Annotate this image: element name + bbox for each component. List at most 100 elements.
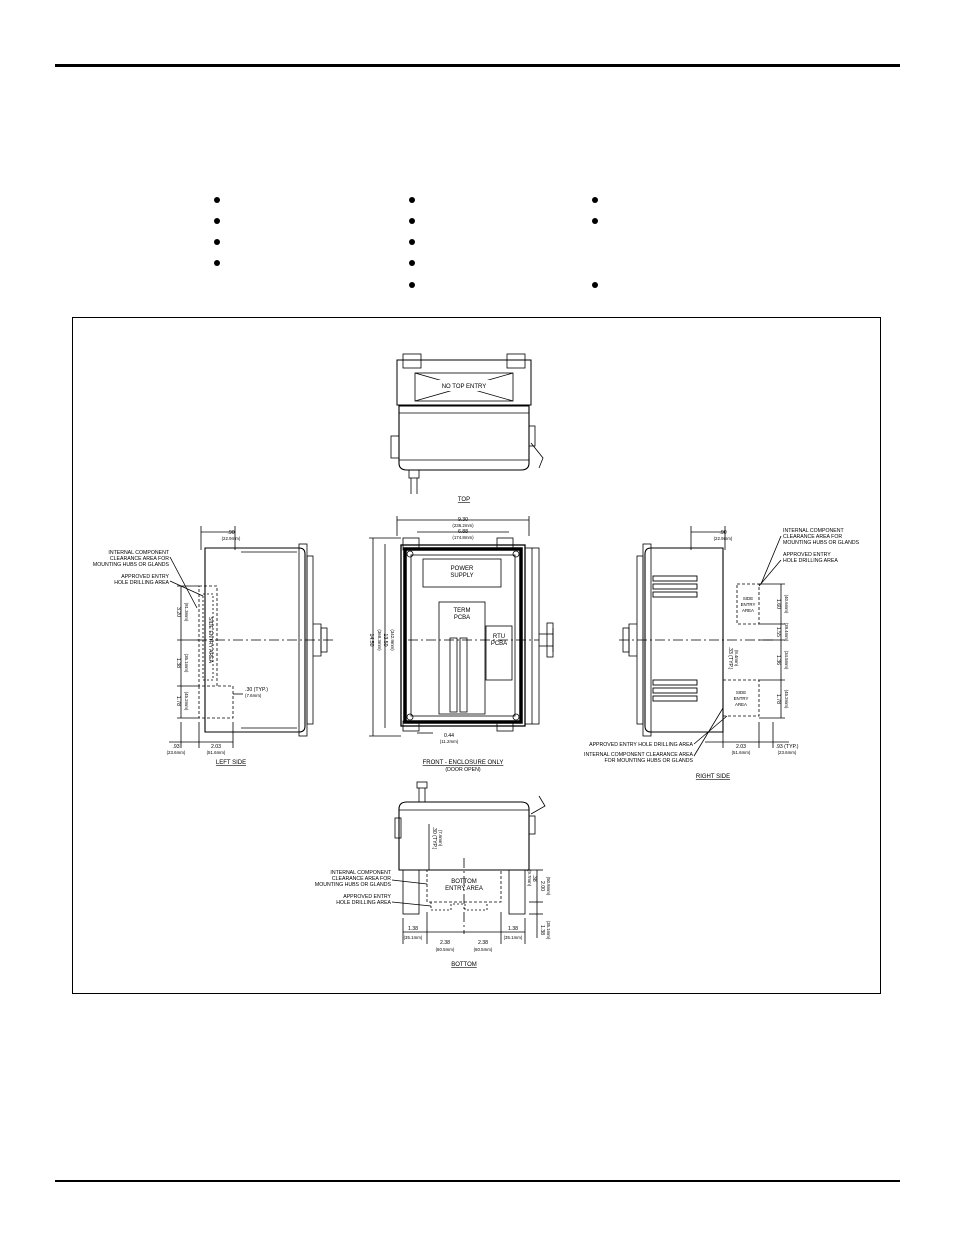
svg-text:2.38: 2.38 [478, 940, 488, 946]
bullet-point [409, 282, 415, 288]
svg-text:HOLE DRILLING AREA: HOLE DRILLING AREA [336, 900, 391, 906]
svg-text:1.78: 1.78 [175, 696, 181, 706]
bullet-point [409, 239, 415, 245]
left-side-view: SIDE ENTRY AREA .90 (22.9mm) 3.20 (81.3m… [93, 526, 335, 766]
front-view: POWER SUPPLY TERM PCBA RTU PCBA 9.30 (23… [368, 516, 554, 773]
bullet-point [409, 197, 415, 203]
enclosure-dimension-figure: NO TOP ENTRY TOP POWER SUPPLY TERM PCBA [72, 317, 881, 994]
bullet-point [592, 282, 598, 288]
svg-text:.33 (TYP.): .33 (TYP.) [727, 647, 733, 670]
svg-text:(23.6mm): (23.6mm) [778, 750, 797, 755]
svg-text:HOLE DRILLING AREA: HOLE DRILLING AREA [114, 580, 169, 586]
term-pcba-label: TERM [454, 608, 471, 614]
svg-text:.93 (TYP.): .93 (TYP.) [776, 744, 799, 750]
svg-text:(39.4mm): (39.4mm) [784, 623, 789, 642]
bottom-view-title: BOTTOM [451, 962, 477, 968]
svg-text:SIDE: SIDE [736, 690, 746, 695]
left-side-entry-label: SIDE ENTRY AREA [207, 617, 213, 664]
svg-text:.30 (TYP.): .30 (TYP.) [431, 827, 437, 850]
svg-text:.30 (TYP.): .30 (TYP.) [245, 687, 268, 693]
bullet-point [214, 197, 220, 203]
svg-text:(40.6mm): (40.6mm) [784, 595, 789, 614]
svg-text:(50.8mm): (50.8mm) [546, 877, 551, 896]
svg-text:(81.3mm): (81.3mm) [184, 603, 189, 622]
power-supply-label: POWER [451, 566, 474, 572]
svg-text:ENTRY: ENTRY [734, 696, 749, 701]
svg-text:SUPPLY: SUPPLY [450, 573, 473, 579]
svg-text:(236.2mm): (236.2mm) [452, 523, 474, 528]
svg-text:0.44: 0.44 [444, 733, 454, 739]
svg-text:(35.1mm): (35.1mm) [184, 654, 189, 673]
svg-text:(7.6mm): (7.6mm) [438, 830, 443, 847]
svg-text:(22.9mm): (22.9mm) [222, 536, 241, 541]
svg-text:INTERNAL COMPONENT CLEARANCE A: INTERNAL COMPONENT CLEARANCE AREA [584, 752, 693, 758]
top-view: NO TOP ENTRY TOP [390, 353, 544, 503]
svg-text:2.00: 2.00 [539, 881, 545, 891]
svg-text:.90: .90 [719, 530, 726, 536]
svg-text:AREA: AREA [735, 702, 747, 707]
svg-text:1.38: 1.38 [508, 926, 518, 932]
svg-text:(23.6mm): (23.6mm) [167, 750, 186, 755]
svg-text:1.55: 1.55 [775, 627, 781, 637]
svg-text:(11.2mm): (11.2mm) [440, 739, 459, 744]
svg-text:(DOOR OPEN): (DOOR OPEN) [445, 767, 480, 773]
svg-text:1.78: 1.78 [775, 694, 781, 704]
svg-text:(51.6mm): (51.6mm) [207, 750, 226, 755]
svg-text:(34.5mm): (34.5mm) [784, 651, 789, 670]
svg-text:1.38: 1.38 [539, 925, 545, 935]
svg-text:14.50: 14.50 [368, 634, 374, 647]
right-clearance-note: INTERNAL COMPONENT [783, 528, 844, 534]
svg-text:1.36: 1.36 [775, 655, 781, 665]
right-side-entry-label: SIDE [743, 596, 753, 601]
bottom-approved-note: APPROVED ENTRY [343, 894, 391, 900]
svg-text:2.38: 2.38 [440, 940, 450, 946]
svg-text:(342.9mm): (342.9mm) [390, 629, 395, 651]
bullet-point [409, 260, 415, 266]
svg-text:(9.7mm): (9.7mm) [527, 870, 532, 887]
svg-text:(8.4mm): (8.4mm) [734, 650, 739, 667]
svg-text:(35.1mm): (35.1mm) [404, 935, 423, 940]
right-side-view: SIDE ENTRY AREA SIDE ENTRY AREA .90 (22.… [584, 526, 860, 780]
svg-text:FOR MOUNTING HUBS OR GLANDS: FOR MOUNTING HUBS OR GLANDS [605, 758, 694, 764]
left-side-title: LEFT SIDE [216, 760, 246, 766]
svg-text:(35.1mm): (35.1mm) [504, 935, 523, 940]
svg-text:(174.8mm): (174.8mm) [452, 535, 474, 540]
left-approved-note: APPROVED ENTRY [121, 574, 169, 580]
svg-text:MOUNTING HUBS OR GLANDS: MOUNTING HUBS OR GLANDS [93, 562, 170, 568]
top-view-title: TOP [458, 497, 470, 503]
svg-text:.93: .93 [172, 744, 179, 750]
svg-text:2.03: 2.03 [211, 744, 221, 750]
header-rule [55, 64, 900, 67]
svg-text:(45.2mm): (45.2mm) [184, 692, 189, 711]
rtu-pcba-label: RTU [493, 634, 505, 640]
svg-text:(45.2mm): (45.2mm) [784, 690, 789, 709]
svg-text:9.30: 9.30 [458, 517, 468, 523]
svg-text:1.38: 1.38 [408, 926, 418, 932]
bullet-point [592, 197, 598, 203]
svg-text:APPROVED ENTRY HOLE DRILLING A: APPROVED ENTRY HOLE DRILLING AREA [589, 742, 693, 748]
svg-text:HOLE DRILLING AREA: HOLE DRILLING AREA [783, 558, 838, 564]
svg-text:1.38: 1.38 [175, 658, 181, 668]
svg-text:.38: .38 [531, 874, 537, 881]
svg-text:CLEARANCE AREA FOR: CLEARANCE AREA FOR [783, 534, 842, 540]
svg-text:CLEARANCE AREA FOR: CLEARANCE AREA FOR [332, 876, 391, 882]
bottom-clearance-note: INTERNAL COMPONENT [330, 870, 391, 876]
bullet-point [214, 239, 220, 245]
no-top-entry-label: NO TOP ENTRY [442, 384, 487, 390]
svg-text:(368.3mm): (368.3mm) [377, 629, 382, 651]
svg-text:(35.1mm): (35.1mm) [546, 921, 551, 940]
svg-text:(22.9mm): (22.9mm) [714, 536, 733, 541]
svg-text:(7.6mm): (7.6mm) [245, 693, 262, 698]
bullet-point [214, 260, 220, 266]
svg-text:2.03: 2.03 [736, 744, 746, 750]
svg-text:(51.6mm): (51.6mm) [732, 750, 751, 755]
svg-text:CLEARANCE AREA FOR: CLEARANCE AREA FOR [110, 556, 169, 562]
svg-text:ENTRY: ENTRY [741, 602, 756, 607]
svg-text:AREA: AREA [742, 608, 754, 613]
svg-text:MOUNTING HUBS OR GLANDS: MOUNTING HUBS OR GLANDS [783, 540, 860, 546]
svg-text:3.20: 3.20 [175, 607, 181, 617]
svg-text:(60.5mm): (60.5mm) [474, 947, 493, 952]
bullet-point [214, 218, 220, 224]
enclosure-drawing: NO TOP ENTRY TOP POWER SUPPLY TERM PCBA [93, 353, 860, 968]
right-side-title: RIGHT SIDE [696, 774, 730, 780]
